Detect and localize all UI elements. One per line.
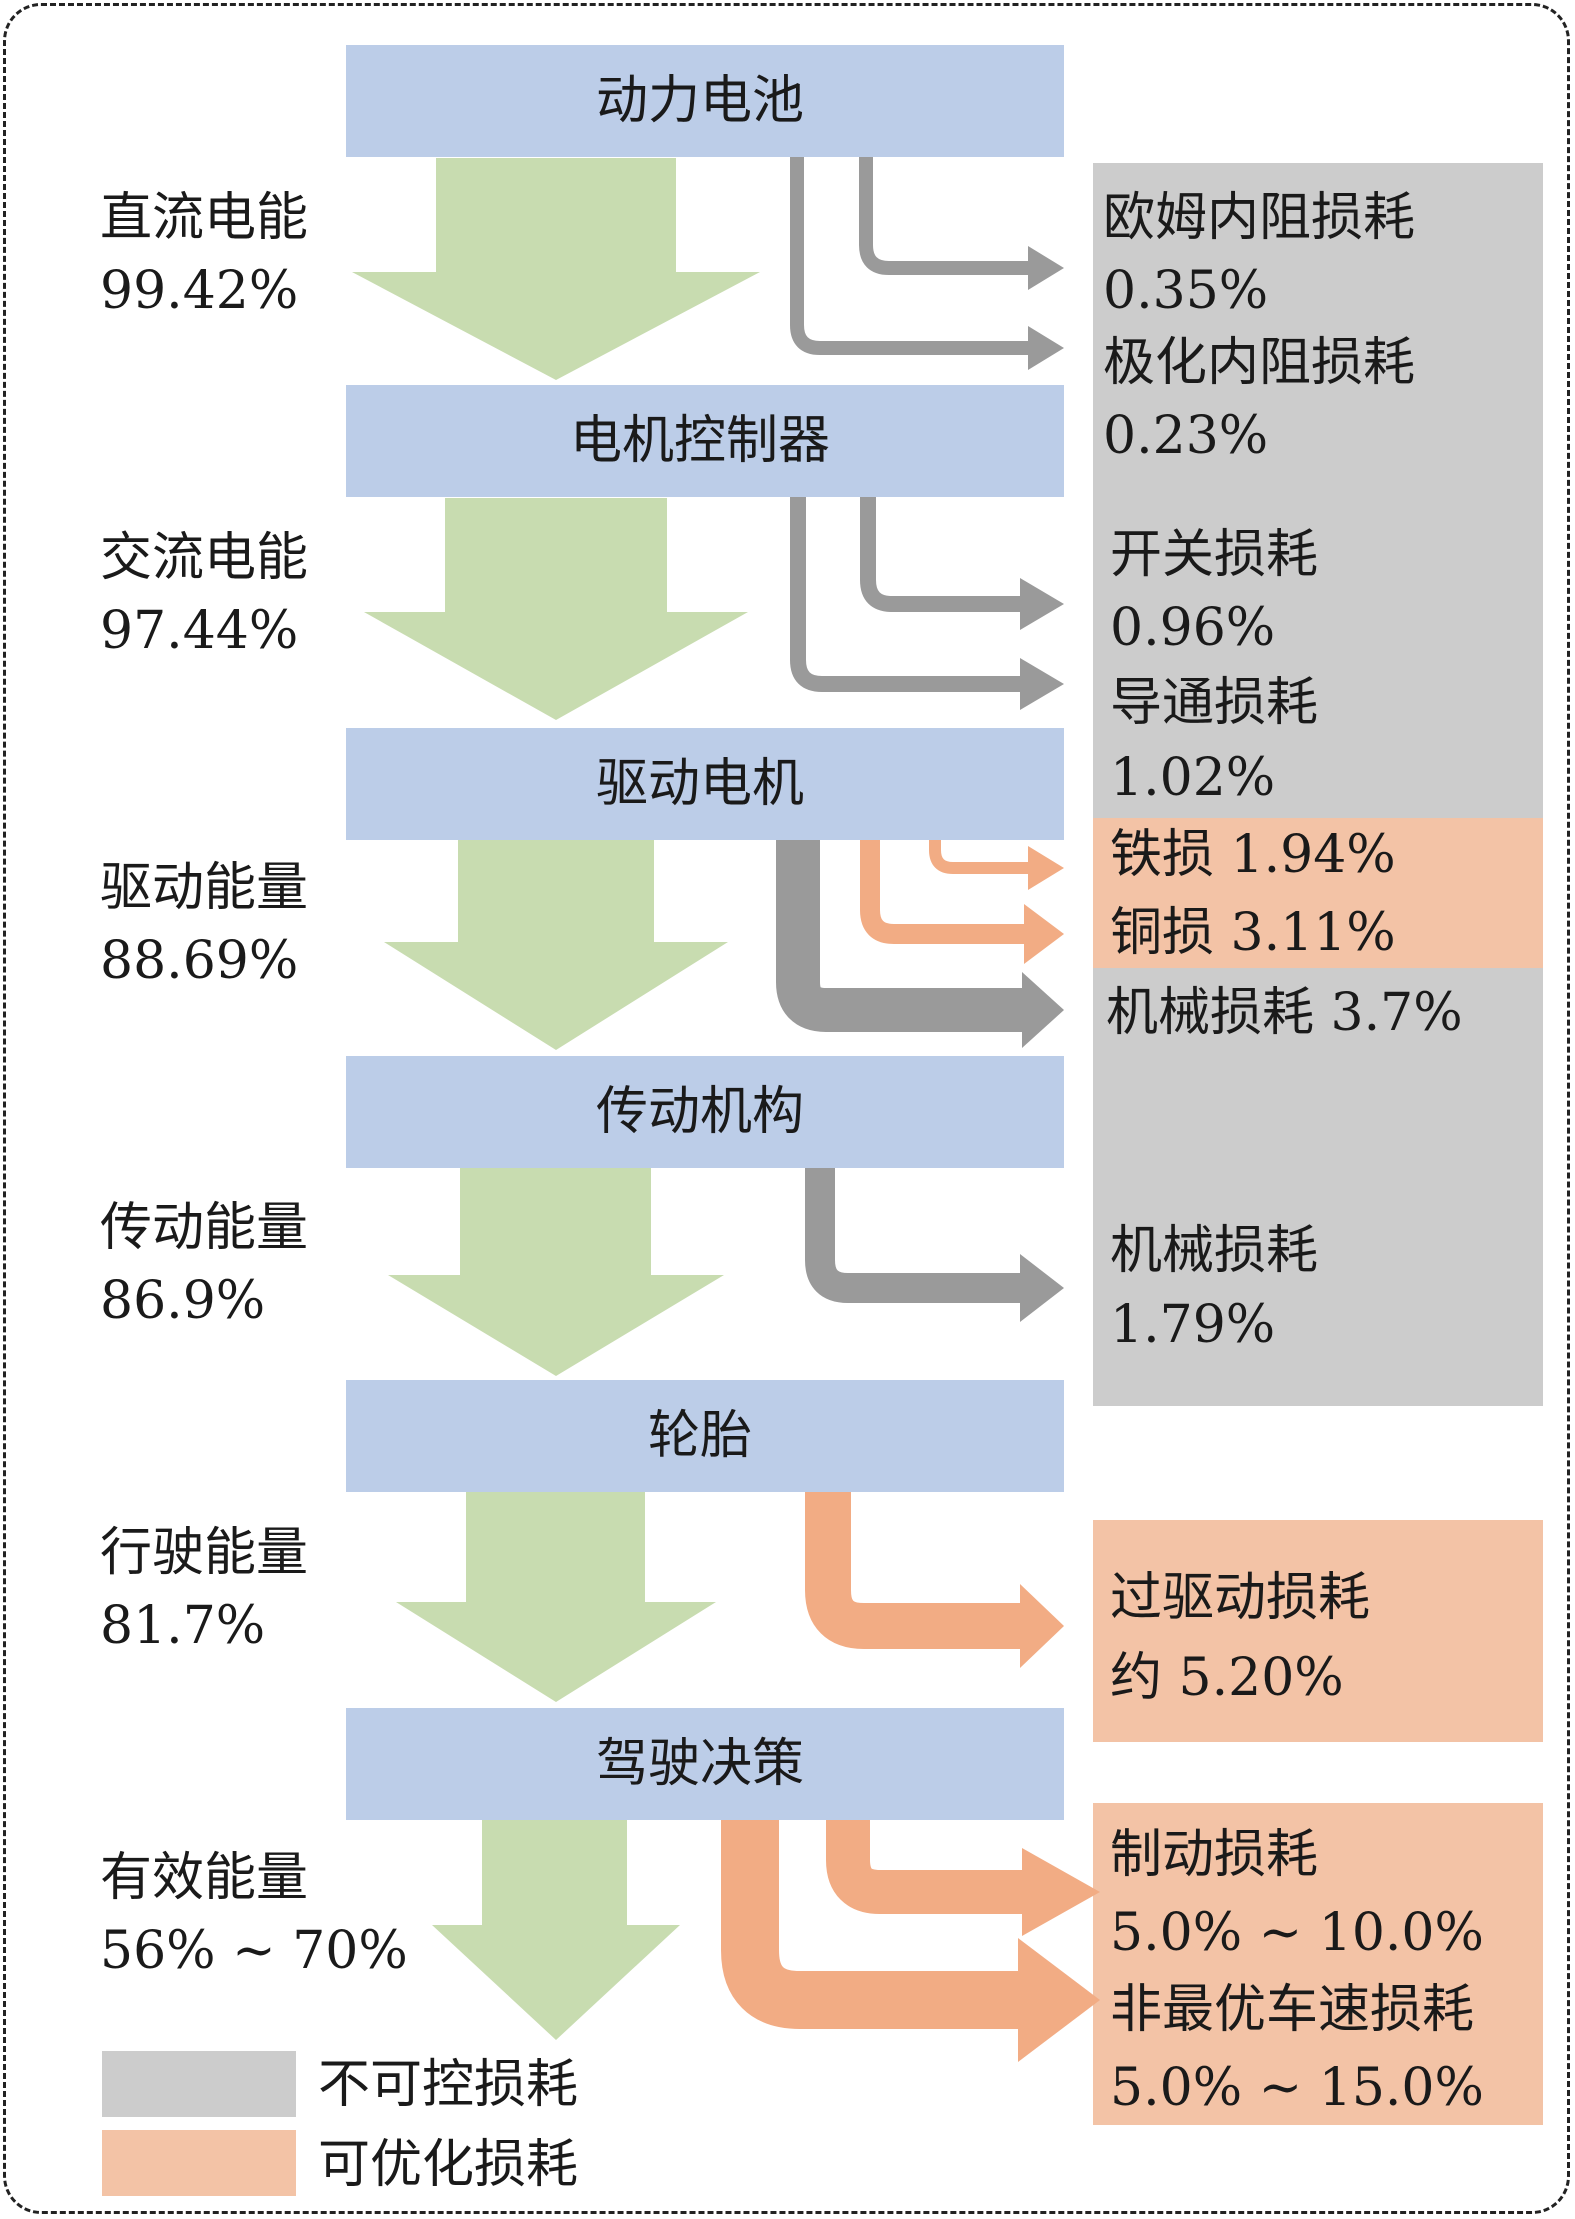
loss-arrow-copper bbox=[860, 840, 1064, 964]
loss-arrow-speed bbox=[721, 1820, 1100, 2062]
loss-name-ohmic: 欧姆内阻损耗 bbox=[1103, 188, 1415, 248]
loss-arrow-overdrive bbox=[805, 1492, 1064, 1668]
stage-box-driving bbox=[346, 1708, 1064, 1820]
energy-arrow-1 bbox=[352, 158, 760, 380]
stage-box-motor bbox=[346, 728, 1064, 840]
loss-name-mechanical-transmission: 机械损耗 bbox=[1110, 1221, 1318, 1281]
loss-value-polarization: 0.23% bbox=[1103, 406, 1268, 466]
energy-arrow-3 bbox=[384, 838, 728, 1050]
loss-value-conduction: 1.02% bbox=[1110, 748, 1275, 808]
uncontrollable-panel bbox=[1093, 163, 1543, 818]
loss-mechanical-motor: 机械损耗 3.7% bbox=[1106, 983, 1463, 1043]
energy-arrow-2 bbox=[364, 498, 748, 720]
loss-arrow-conduction bbox=[790, 497, 1064, 710]
stage-label-motor: 驱动电机 bbox=[596, 754, 804, 814]
stage-label-battery: 动力电池 bbox=[596, 71, 804, 131]
stage-label-controller: 电机控制器 bbox=[570, 411, 830, 471]
loss-value-mechanical-transmission: 1.79% bbox=[1110, 1295, 1275, 1355]
energy-name-transmission: 传动能量 bbox=[100, 1198, 308, 1258]
loss-value-ohmic: 0.35% bbox=[1103, 261, 1268, 321]
stage-box-transmission bbox=[346, 1056, 1064, 1168]
energy-name-ac: 交流电能 bbox=[100, 528, 308, 588]
energy-name-dc: 直流电能 bbox=[100, 188, 308, 248]
legend-swatch-uncontrollable bbox=[102, 2051, 296, 2117]
loss-arrow-iron bbox=[929, 840, 1064, 890]
energy-name-effective: 有效能量 bbox=[100, 1848, 308, 1908]
loss-name-conduction: 导通损耗 bbox=[1110, 673, 1318, 733]
energy-value-transmission: 86.9% bbox=[100, 1271, 265, 1331]
stage-label-driving: 驾驶决策 bbox=[596, 1734, 804, 1794]
loss-name-polarization: 极化内阻损耗 bbox=[1103, 333, 1415, 393]
loss-name-switching: 开关损耗 bbox=[1110, 525, 1318, 585]
energy-value-travel: 81.7% bbox=[100, 1596, 265, 1656]
loss-arrow-braking bbox=[826, 1820, 1100, 1936]
loss-value-braking: 5.0% ~ 10.0% bbox=[1110, 1903, 1484, 1963]
loss-value-overdrive: 约 5.20% bbox=[1110, 1648, 1344, 1708]
energy-value-effective: 56% ~ 70% bbox=[100, 1921, 408, 1981]
energy-arrow-6 bbox=[432, 1818, 680, 2040]
loss-arrow-ohmic bbox=[859, 157, 1064, 290]
energy-name-travel: 行驶能量 bbox=[100, 1523, 308, 1583]
stage-box-controller bbox=[346, 385, 1064, 497]
optimizable-panel-driving bbox=[1093, 1803, 1543, 2125]
loss-name-overdrive: 过驱动损耗 bbox=[1110, 1568, 1370, 1628]
loss-name-speed: 非最优车速损耗 bbox=[1110, 1980, 1474, 2040]
energy-name-drive: 驱动能量 bbox=[100, 858, 308, 918]
stage-label-transmission: 传动机构 bbox=[596, 1082, 804, 1142]
energy-value-dc: 99.42% bbox=[100, 261, 298, 321]
optimizable-panel-overdrive bbox=[1093, 1520, 1543, 1742]
legend-label-uncontrollable: 不可控损耗 bbox=[318, 2055, 578, 2115]
energy-value-drive: 88.69% bbox=[100, 931, 298, 991]
stage-label-tire: 轮胎 bbox=[648, 1406, 752, 1466]
energy-arrow-4 bbox=[388, 1167, 724, 1376]
stage-box-tire bbox=[346, 1380, 1064, 1492]
energy-arrow-5 bbox=[396, 1491, 716, 1702]
energy-value-ac: 97.44% bbox=[100, 601, 298, 661]
loss-copper: 铜损 3.11% bbox=[1110, 903, 1396, 963]
uncontrollable-panel-lower bbox=[1093, 968, 1543, 1406]
optimizable-panel-motor bbox=[1093, 818, 1543, 968]
loss-arrow-switching bbox=[860, 497, 1064, 630]
loss-value-speed: 5.0% ~ 15.0% bbox=[1110, 2058, 1484, 2118]
loss-arrow-mechanical-motor bbox=[776, 840, 1064, 1048]
loss-arrow-mechanical-transmission bbox=[805, 1168, 1064, 1322]
stage-box-battery bbox=[346, 45, 1064, 157]
loss-arrow-polarization bbox=[790, 157, 1064, 370]
loss-value-switching: 0.96% bbox=[1110, 598, 1275, 658]
loss-iron: 铁损 1.94% bbox=[1110, 825, 1396, 885]
legend-label-optimizable: 可优化损耗 bbox=[318, 2135, 578, 2195]
legend-swatch-optimizable bbox=[102, 2130, 296, 2196]
loss-name-braking: 制动损耗 bbox=[1110, 1825, 1318, 1885]
